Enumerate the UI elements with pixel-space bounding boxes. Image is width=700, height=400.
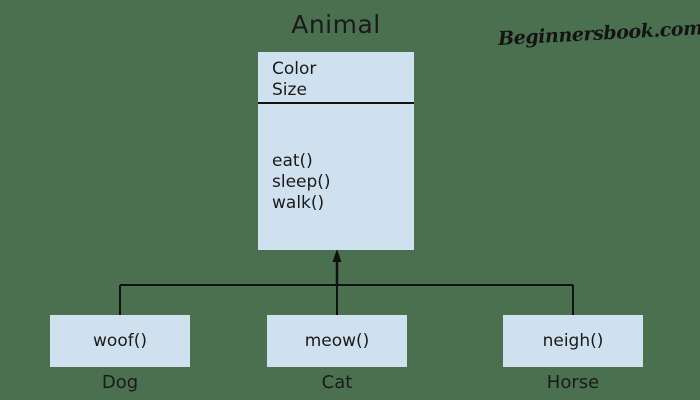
inheritance-arrowhead <box>332 249 342 262</box>
horse-method-label: neigh() <box>542 331 604 351</box>
horse-class-caption: Horse <box>546 372 600 393</box>
dog-class-box: woof() <box>50 315 190 367</box>
animal-attribute-size: Size <box>272 80 307 100</box>
animal-class-box: Color Size eat() sleep() walk() <box>258 52 414 250</box>
watermark-beginnersbook: Beginnersbook.com <box>497 17 700 50</box>
animal-methods-compartment: eat() sleep() walk() <box>258 104 414 250</box>
cat-class-caption: Cat <box>321 372 353 393</box>
horse-class-box: neigh() <box>503 315 643 367</box>
cat-class-box: meow() <box>267 315 407 367</box>
animal-method-eat: eat() <box>272 151 313 171</box>
animal-method-walk: walk() <box>272 193 325 213</box>
animal-method-sleep: sleep() <box>272 172 331 192</box>
dog-class-caption: Dog <box>101 372 139 393</box>
page-title: Animal <box>291 10 381 39</box>
animal-attributes-compartment: Color Size <box>258 52 414 104</box>
cat-method-label: meow() <box>304 331 370 351</box>
dog-method-label: woof() <box>93 331 147 351</box>
animal-attribute-color: Color <box>272 59 317 79</box>
